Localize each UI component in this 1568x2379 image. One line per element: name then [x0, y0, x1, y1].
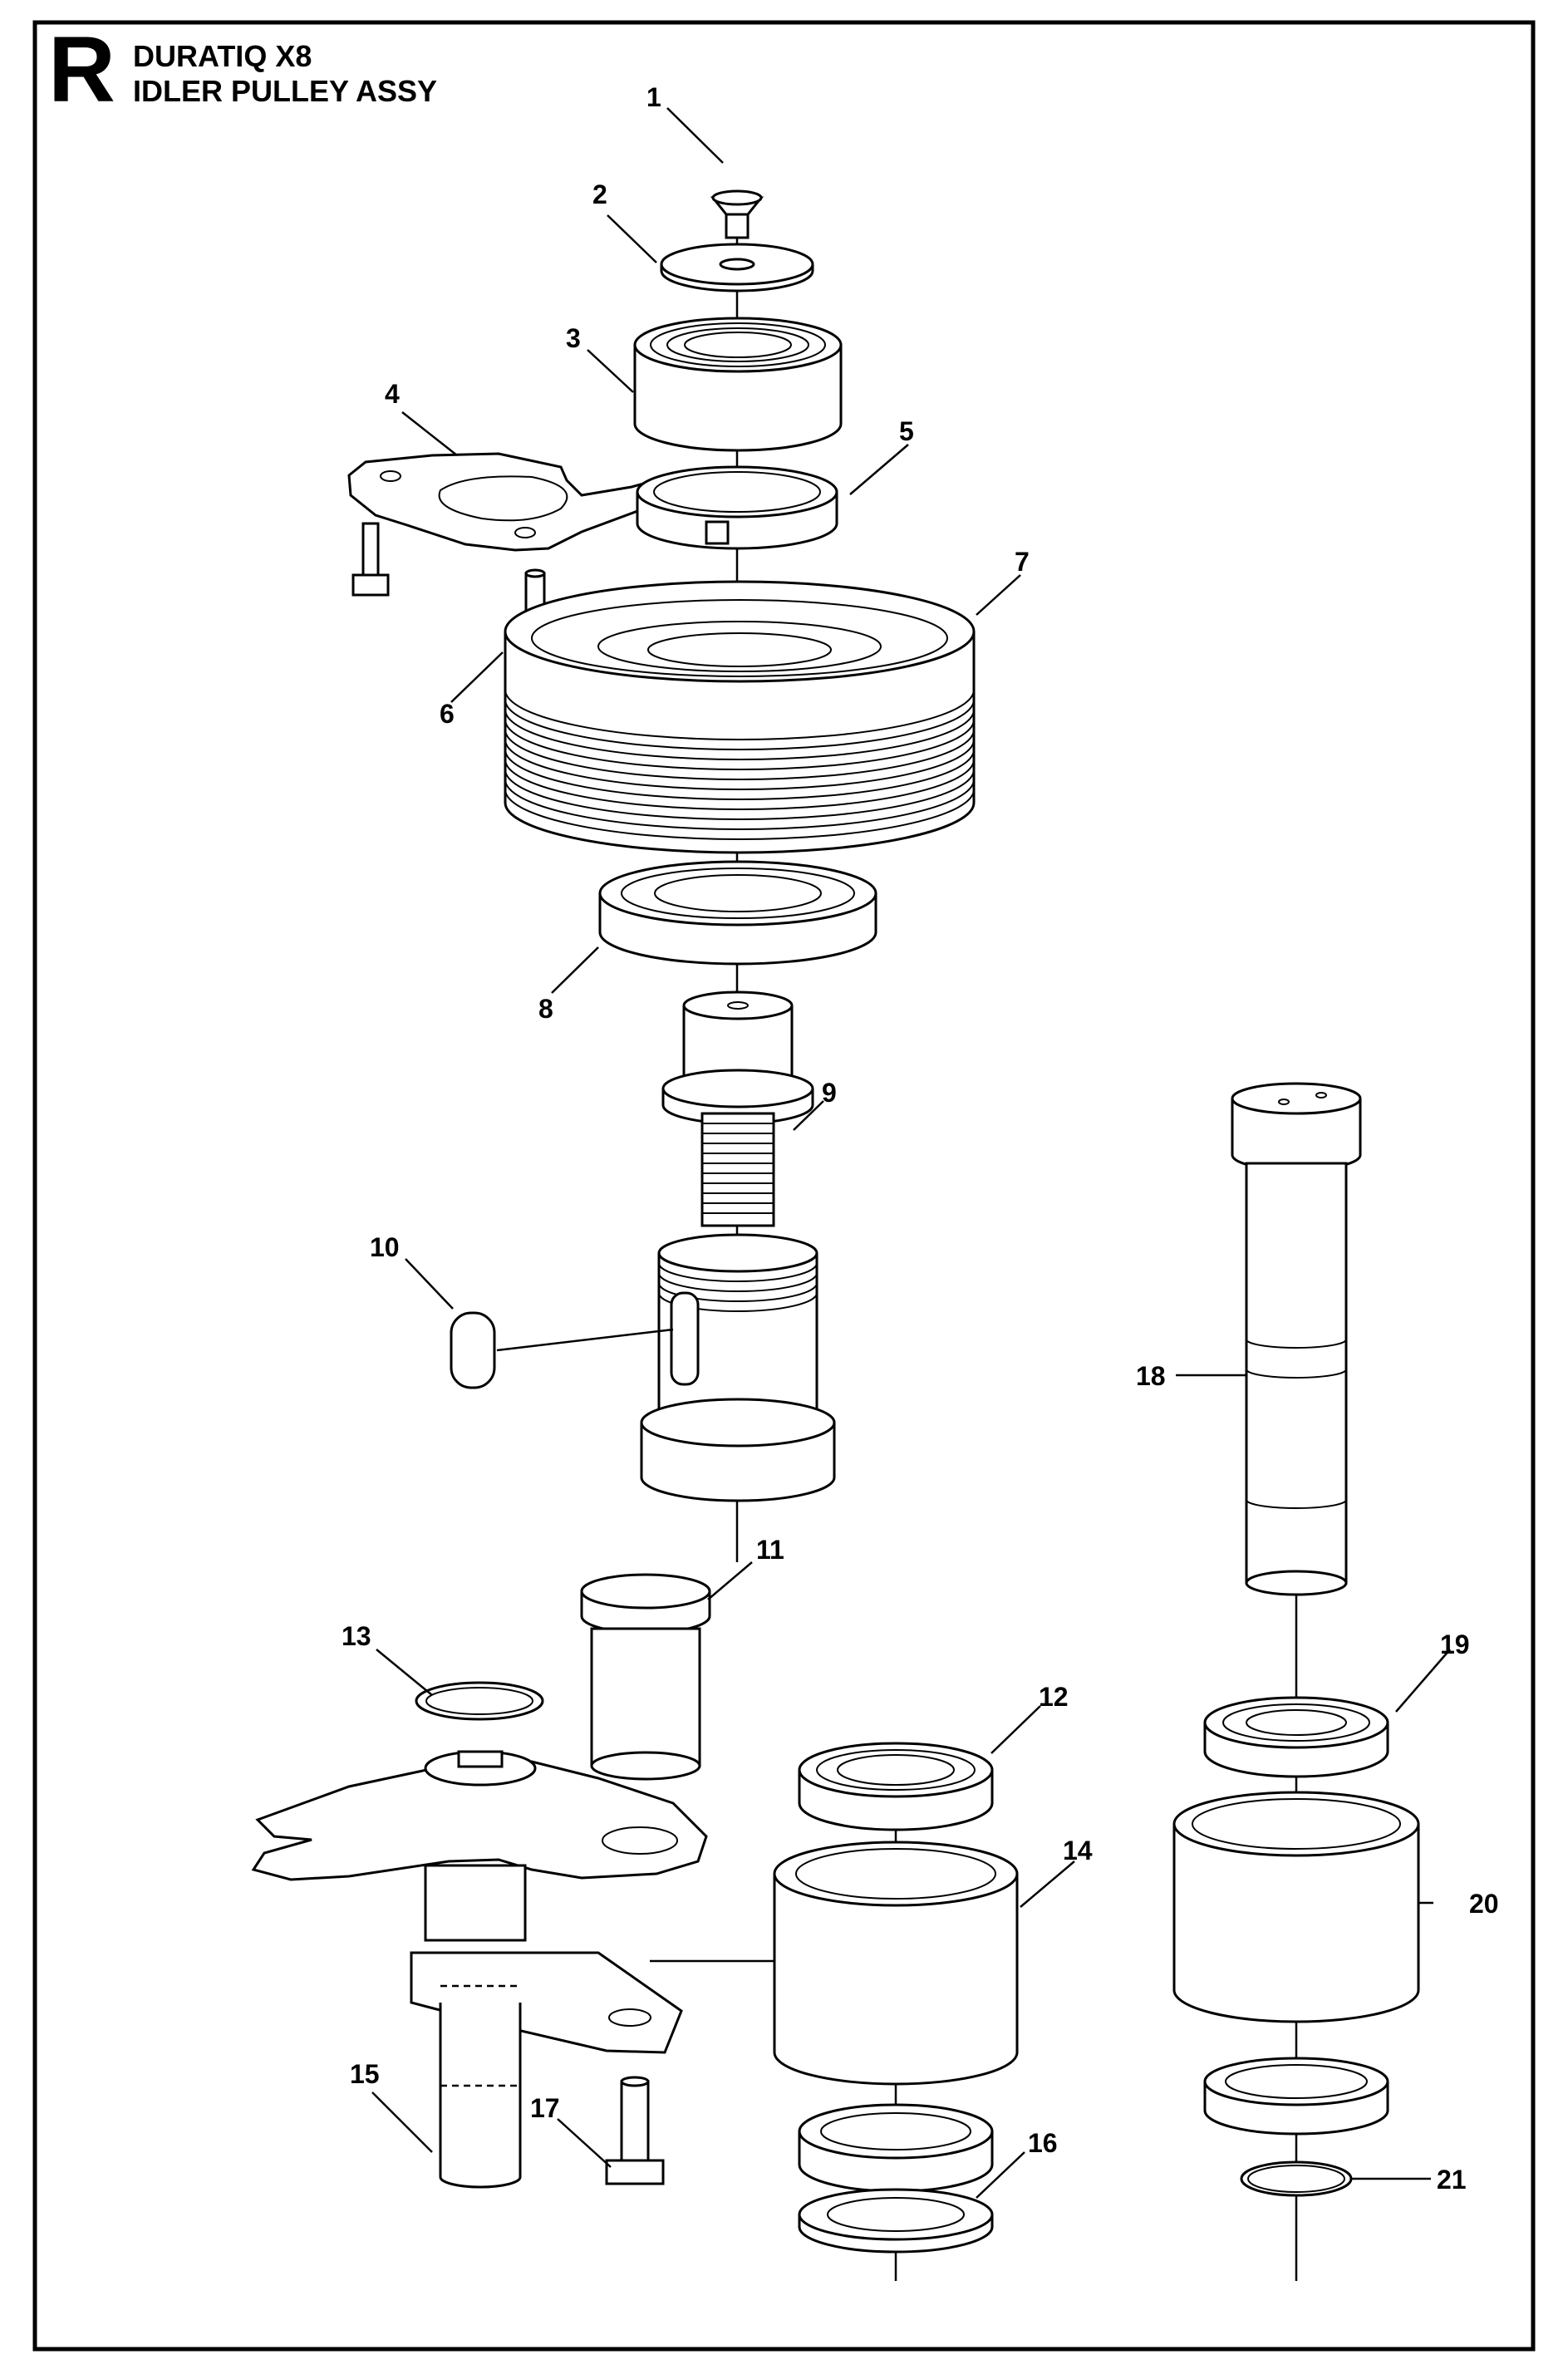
part-14-housing — [773, 1841, 1019, 2086]
part-16-seal — [798, 2103, 994, 2254]
part-10-key — [450, 1311, 496, 1389]
header: R DURATIQ X8 IDLER PULLEY ASSY — [48, 17, 437, 121]
part-13-o-ring — [415, 1681, 544, 1721]
assembly-title: IDLER PULLEY ASSY — [133, 74, 437, 108]
callout-1: 1 — [646, 82, 661, 112]
part-18-shaft — [1231, 1082, 1362, 1596]
callout-17: 17 — [530, 2093, 560, 2123]
callout-10: 10 — [370, 1232, 400, 1262]
part-20-housing — [1172, 1791, 1420, 2136]
part-4-bracket — [347, 452, 677, 597]
part-15-arm — [251, 1750, 708, 2189]
part-8-bearing — [598, 860, 877, 966]
callout-4: 4 — [385, 379, 400, 409]
part-21-circlip — [1240, 2160, 1353, 2197]
part-5-spacer — [636, 465, 838, 550]
callout-19: 19 — [1440, 1629, 1470, 1659]
callout-12: 12 — [1039, 1682, 1069, 1712]
part-12-bearing — [798, 1742, 994, 1831]
part-19-bearing — [1203, 1696, 1389, 1778]
leader-lines — [371, 107, 1451, 2199]
part-11-housing — [640, 1233, 836, 1502]
part-3-bearing — [633, 317, 843, 452]
callout-16: 16 — [1028, 2128, 1058, 2158]
callout-3: 3 — [566, 323, 581, 353]
section-letter: R — [48, 17, 116, 121]
model-title: DURATIQ X8 — [133, 39, 312, 73]
callout-7: 7 — [1015, 547, 1030, 577]
callout-13: 13 — [342, 1621, 371, 1651]
part-11-plug — [580, 1573, 711, 1781]
callout-11: 11 — [756, 1535, 784, 1565]
callout-labels: 1 2 3 4 5 6 7 8 9 10 11 12 13 14 15 16 1… — [342, 82, 1499, 2195]
callout-18: 18 — [1136, 1361, 1166, 1391]
page-frame — [32, 20, 1536, 2352]
callout-15: 15 — [350, 2059, 380, 2089]
callout-9: 9 — [822, 1078, 837, 1108]
callout-8: 8 — [538, 994, 553, 1024]
callout-5: 5 — [899, 416, 914, 446]
callout-6: 6 — [440, 699, 455, 729]
part-17-bolt — [605, 2076, 665, 2185]
part-2-washer — [660, 243, 814, 292]
callout-2: 2 — [592, 179, 607, 209]
callout-20: 20 — [1469, 1889, 1499, 1919]
part-9-adjuster — [661, 990, 814, 1227]
part-1-screw — [710, 189, 764, 239]
part-7-pulley — [504, 580, 976, 854]
callout-21: 21 — [1437, 2165, 1467, 2195]
callout-14: 14 — [1063, 1836, 1093, 1865]
